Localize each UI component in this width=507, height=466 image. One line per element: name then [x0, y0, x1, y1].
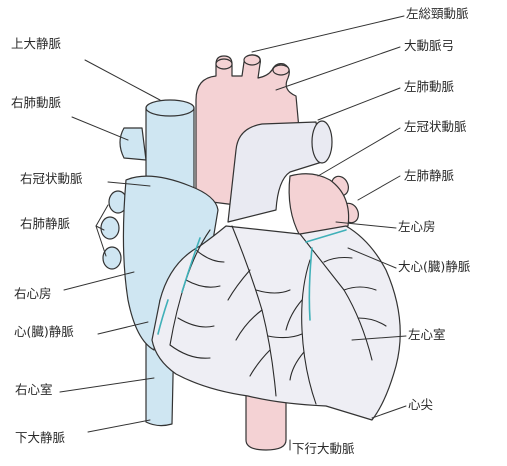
label-right-coronary-artery: 右冠状動脈	[20, 173, 83, 186]
label-superior-vena-cava: 上大静脈	[11, 38, 61, 51]
label-right-pulmonary-veins: 右肺静脈	[20, 218, 70, 231]
brachiocephalic-opening	[216, 59, 232, 69]
label-left-coronary-artery: 左冠状動脈	[404, 121, 467, 134]
right-pulmonary-artery-shape	[120, 128, 146, 160]
right-pulmonary-vein-lower	[103, 247, 121, 269]
label-great-cardiac-vein: 大心(臓)静脈	[398, 261, 470, 274]
label-right-pulmonary-artery: 右肺動脈	[11, 97, 61, 110]
left-carotid-opening	[244, 55, 260, 65]
label-right-atrium: 右心房	[14, 288, 52, 301]
ventricles-shape	[152, 226, 400, 420]
left-subclavian-opening	[273, 65, 289, 75]
label-right-ventricle: 右心室	[15, 384, 53, 397]
left-pulmonary-artery-opening	[312, 121, 332, 163]
label-left-common-carotid: 左総頸動脈	[406, 8, 469, 21]
label-aortic-arch: 大動脈弓	[404, 40, 454, 53]
superior-vena-cava-opening	[146, 100, 194, 116]
right-pulmonary-vein-mid	[101, 217, 119, 239]
label-cardiac-vein: 心(臓)静脈	[14, 326, 74, 339]
label-left-ventricle: 左心室	[408, 329, 446, 342]
label-left-pulmonary-artery: 左肺動脈	[404, 81, 454, 94]
label-descending-aorta: 下行大動脈	[292, 443, 355, 456]
label-apex: 心尖	[408, 399, 433, 412]
label-inferior-vena-cava: 下大静脈	[15, 432, 65, 445]
label-left-pulmonary-veins: 左肺静脈	[404, 170, 454, 183]
label-left-atrium: 左心房	[398, 221, 436, 234]
descending-aorta-shape	[246, 395, 286, 450]
